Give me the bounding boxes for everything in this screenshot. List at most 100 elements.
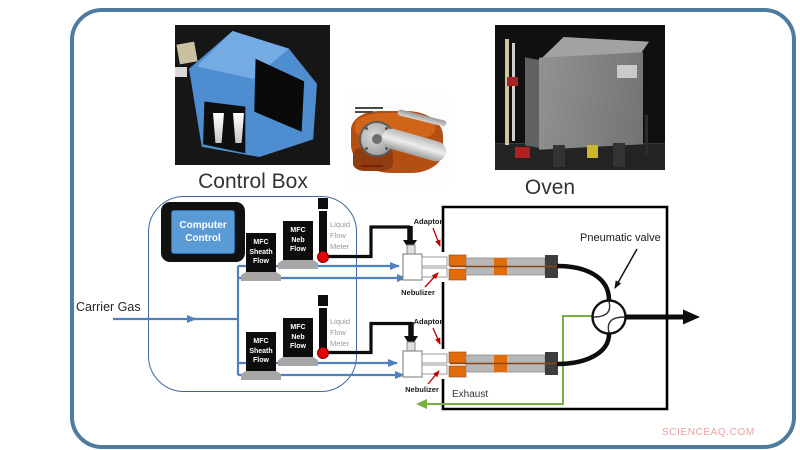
computer-control-label-line1: Computer <box>179 220 227 231</box>
mfc-label: Sheath <box>249 248 273 256</box>
valve-pointer <box>614 248 638 289</box>
liquid-lines <box>327 225 411 355</box>
liquid-down-arrows <box>403 226 418 347</box>
column-port <box>448 268 467 281</box>
micro-text-mark <box>361 165 383 167</box>
red-clamp <box>515 147 530 158</box>
transfer-tube-1 <box>556 263 612 301</box>
liquid-line-2 <box>327 321 411 355</box>
liquid-line-1 <box>327 225 410 259</box>
mfc-neb-flow-2: MFC Neb Flow <box>283 318 313 358</box>
adaptor-label-2: Adaptor <box>413 317 443 326</box>
mfc-connector <box>278 260 318 269</box>
oven-leg <box>553 145 565 167</box>
oven-photo <box>495 25 665 170</box>
mfc-label: Flow <box>253 357 269 364</box>
adaptor-tube <box>421 364 448 375</box>
annotation-arrows <box>424 227 441 385</box>
oven-title: Oven <box>524 176 576 199</box>
control-box-title: Control Box <box>198 170 308 193</box>
liquid-flow-meter-2 <box>319 308 327 351</box>
nebulizer-assembly-1 <box>402 244 448 281</box>
control-box-outline <box>148 196 357 392</box>
mfc-neb-flow-1: MFC Neb Flow <box>283 221 313 261</box>
liquid-flow-meter-1 <box>318 198 328 209</box>
lfm-label: Flow <box>330 231 346 240</box>
exhaust-arrow-head <box>416 399 427 409</box>
rotor-hub <box>372 134 382 144</box>
adaptor-label-1: Adaptor <box>413 217 443 226</box>
column-1 <box>448 254 558 281</box>
outer-frame <box>70 8 796 449</box>
computer-control-screen: Computer Control <box>171 210 235 254</box>
mfc-label: MFC <box>290 324 306 331</box>
lfm-label: Liquid <box>330 317 351 326</box>
lfm-label: Meter <box>330 242 350 251</box>
outlet-arrow <box>625 309 700 325</box>
adaptor-tube <box>421 256 448 267</box>
nozzle <box>233 113 244 143</box>
nebulizer-body <box>402 253 423 281</box>
lfm-label: Liquid <box>330 220 351 229</box>
lfm-label: Flow <box>330 328 346 337</box>
mfc-label: Flow <box>290 246 306 253</box>
exhaust-label: Exhaust <box>452 389 489 400</box>
yellow-fitting <box>587 145 598 158</box>
mfc-label: Sheath <box>249 347 273 355</box>
plumbing-rod <box>505 39 509 145</box>
mfc-label: Flow <box>290 343 306 350</box>
mfc-connector <box>278 357 318 366</box>
adaptor-pointer-1 <box>432 227 441 247</box>
cable <box>645 115 648 155</box>
mfc-connector <box>241 371 281 380</box>
valve-cutaway-photo <box>345 95 450 185</box>
nozzle <box>213 113 224 143</box>
flow-meter-sensor <box>317 347 329 359</box>
control-box-photo <box>175 25 330 165</box>
column-port <box>448 254 467 267</box>
oven-label-plate <box>617 65 637 78</box>
mfc-label: MFC <box>253 338 269 345</box>
bolt-dot <box>365 127 368 130</box>
red-clamp <box>507 77 518 86</box>
pneumatic-valve-label: Pneumatic valve <box>580 232 661 244</box>
mfc-label: MFC <box>290 227 306 234</box>
exhaust-line <box>416 315 593 409</box>
lfm-label: Meter <box>330 339 350 348</box>
adaptor-tube <box>421 353 448 364</box>
adaptor-tube <box>421 267 448 278</box>
nebulizer-label-1: Nebulizer <box>401 288 435 297</box>
valve-passage <box>607 316 625 333</box>
bolt-dot <box>385 147 388 150</box>
liquid-flow-meter-label-1: Liquid Flow Meter <box>330 219 350 252</box>
plumbing-tube <box>512 43 515 141</box>
nebulizer-body <box>402 350 423 378</box>
pneumatic-valve-symbol <box>591 299 627 335</box>
mfc-label: Flow <box>253 258 269 265</box>
column-2 <box>448 351 558 378</box>
column-port <box>448 351 467 364</box>
mfc-label: Neb <box>291 236 305 244</box>
oven-leg <box>613 143 625 167</box>
nebulizer-pointer-1 <box>424 272 439 288</box>
mfc-sheath-flow-1: MFC Sheath Flow <box>246 233 276 273</box>
mfc-label: MFC <box>253 239 269 246</box>
nebulizer-label-2: Nebulizer <box>405 385 439 394</box>
bench-item <box>175 67 187 77</box>
exhaust-path <box>427 315 593 405</box>
bolt-dot <box>365 147 368 150</box>
liquid-flow-meter-2 <box>318 295 328 306</box>
mfc-sheath-flow-2: MFC Sheath Flow <box>246 332 276 372</box>
mfc-connector <box>241 272 281 281</box>
computer-control-label-line2: Control <box>185 233 221 244</box>
micro-text-mark <box>355 107 383 109</box>
outlet-head <box>683 309 700 325</box>
adaptor-pointer-2 <box>432 327 441 345</box>
watermark: SCIENCEAQ.COM <box>662 427 755 438</box>
valve-passage <box>593 301 611 318</box>
liquid-flow-meter-label-2: Liquid Flow Meter <box>330 316 350 349</box>
transfer-tube-2 <box>556 333 612 367</box>
nebulizer-pointer-2 <box>427 370 440 385</box>
